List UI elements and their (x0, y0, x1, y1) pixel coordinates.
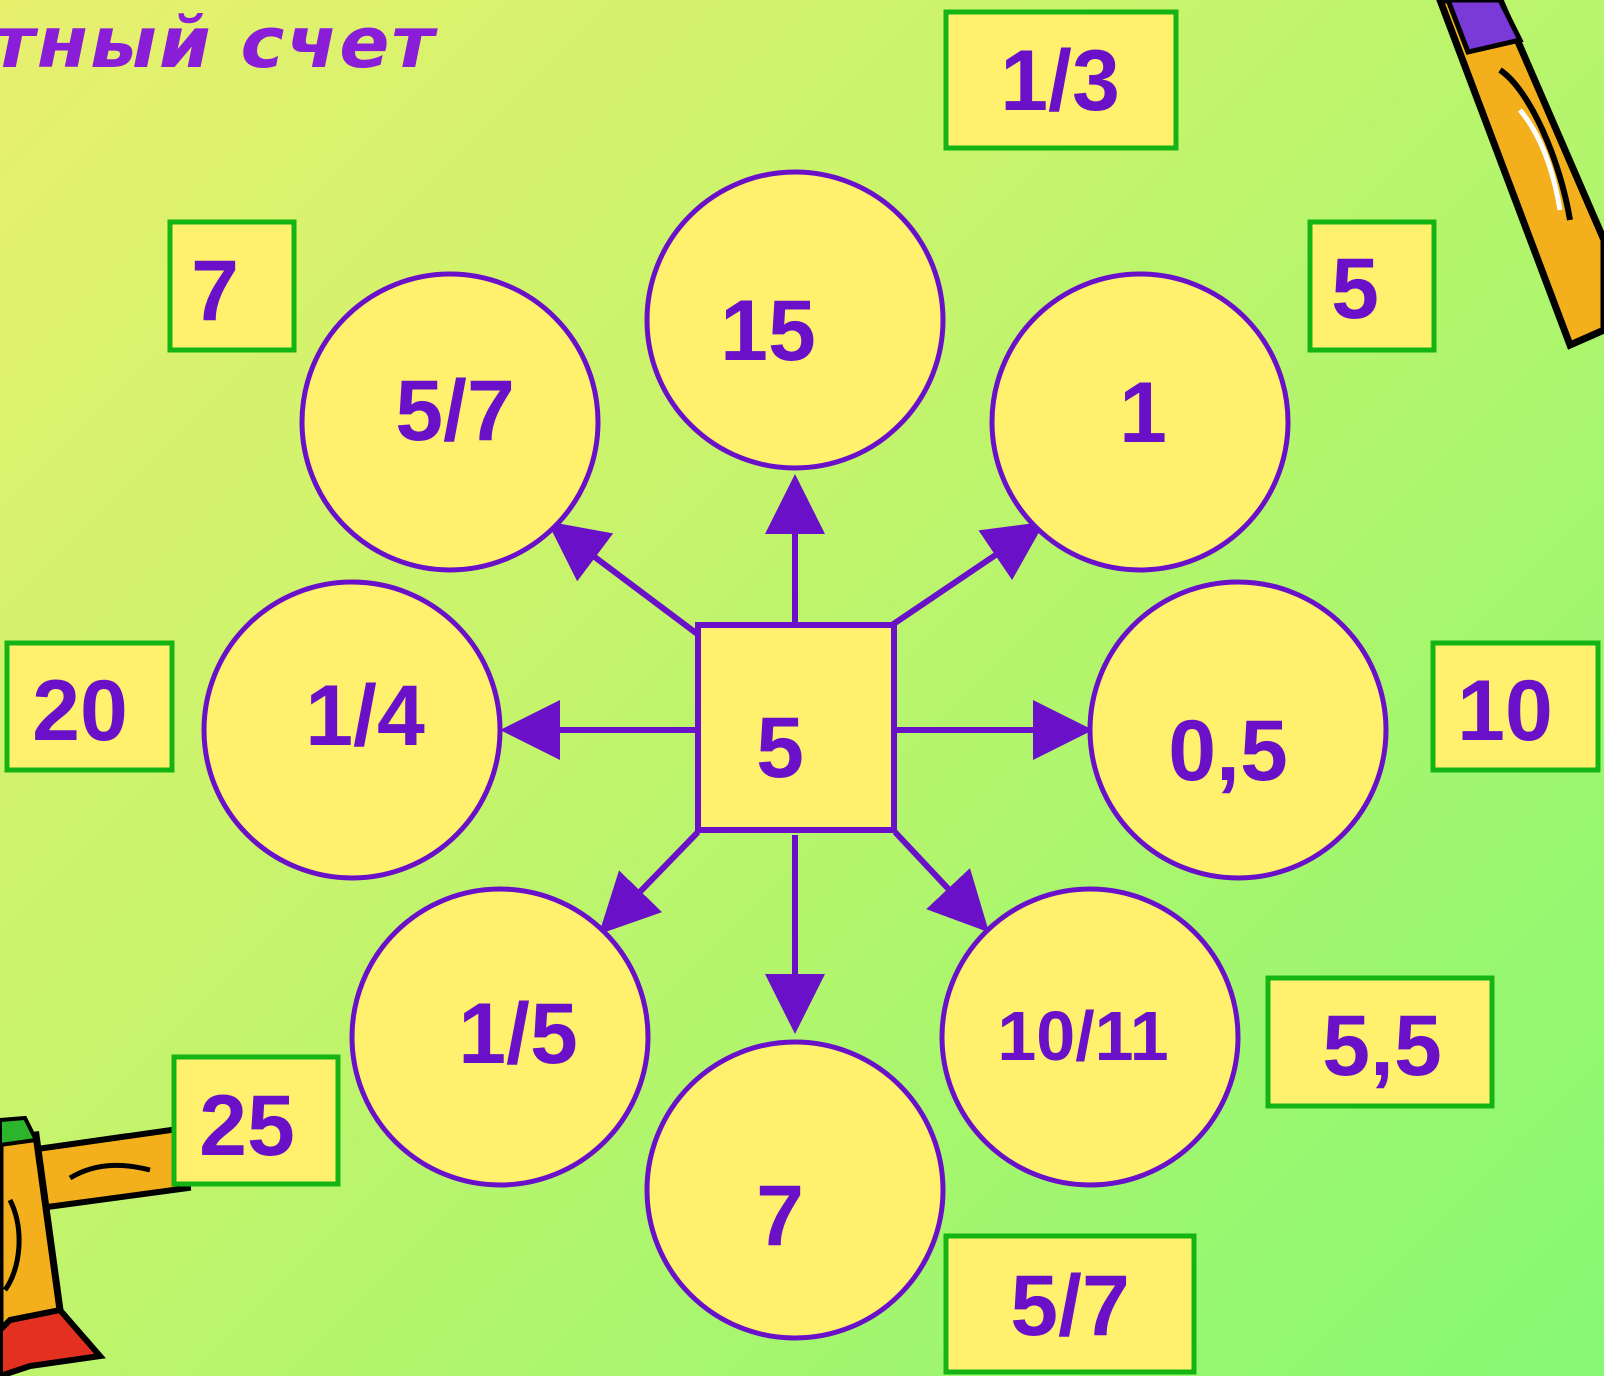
answer-box-right (1430, 640, 1601, 773)
answer-top-right-label: 5 (1331, 241, 1379, 337)
answer-box-bottom-left (171, 1054, 341, 1187)
arrow-top-left (547, 521, 714, 648)
circle-bottom (644, 1039, 946, 1341)
arrow-bottom-left (598, 829, 701, 935)
circle-top (644, 169, 946, 471)
circle-bottom-right-label: 10/11 (997, 997, 1168, 1075)
center-box (695, 622, 897, 833)
circle-left-label: 1/4 (305, 668, 425, 764)
circle-left (201, 579, 503, 881)
answer-box-bottom (943, 1233, 1197, 1375)
answer-top-label: 1/3 (1000, 33, 1120, 129)
circle-bottom-left (349, 886, 651, 1188)
pencil-icon-bottom-left (0, 1115, 192, 1376)
pencil-icon-top-right (1436, 0, 1604, 350)
circle-top-label: 15 (720, 283, 816, 379)
answer-bottom-right-label: 5,5 (1322, 998, 1442, 1094)
circle-bottom-left-label: 1/5 (458, 986, 578, 1082)
circle-top-right (989, 271, 1291, 573)
answer-bottom-left-label: 25 (199, 1078, 295, 1174)
center-label: 5 (756, 700, 804, 796)
circle-right (1087, 579, 1389, 881)
circle-bottom-label: 7 (756, 1168, 804, 1264)
circle-bottom-right (939, 886, 1241, 1188)
answer-top-left-label: 7 (191, 243, 239, 339)
answer-box-top-right (1307, 219, 1437, 353)
answer-bottom-label: 5/7 (1010, 1258, 1130, 1354)
circle-top-left (299, 271, 601, 573)
circle-right-label: 0,5 (1168, 703, 1288, 799)
answer-box-left (4, 640, 175, 773)
answer-box-top (943, 9, 1179, 151)
slide-title: тный счет (0, 2, 437, 84)
arrow-top-right (890, 521, 1045, 628)
answer-box-bottom-right (1265, 975, 1495, 1109)
answer-left-label: 20 (32, 663, 128, 759)
arrow-bottom-right (892, 829, 990, 933)
circle-top-right-label: 1 (1119, 365, 1167, 461)
answer-right-label: 10 (1457, 663, 1553, 759)
circle-top-left-label: 5/7 (395, 363, 515, 459)
answer-box-top-left (167, 219, 297, 353)
